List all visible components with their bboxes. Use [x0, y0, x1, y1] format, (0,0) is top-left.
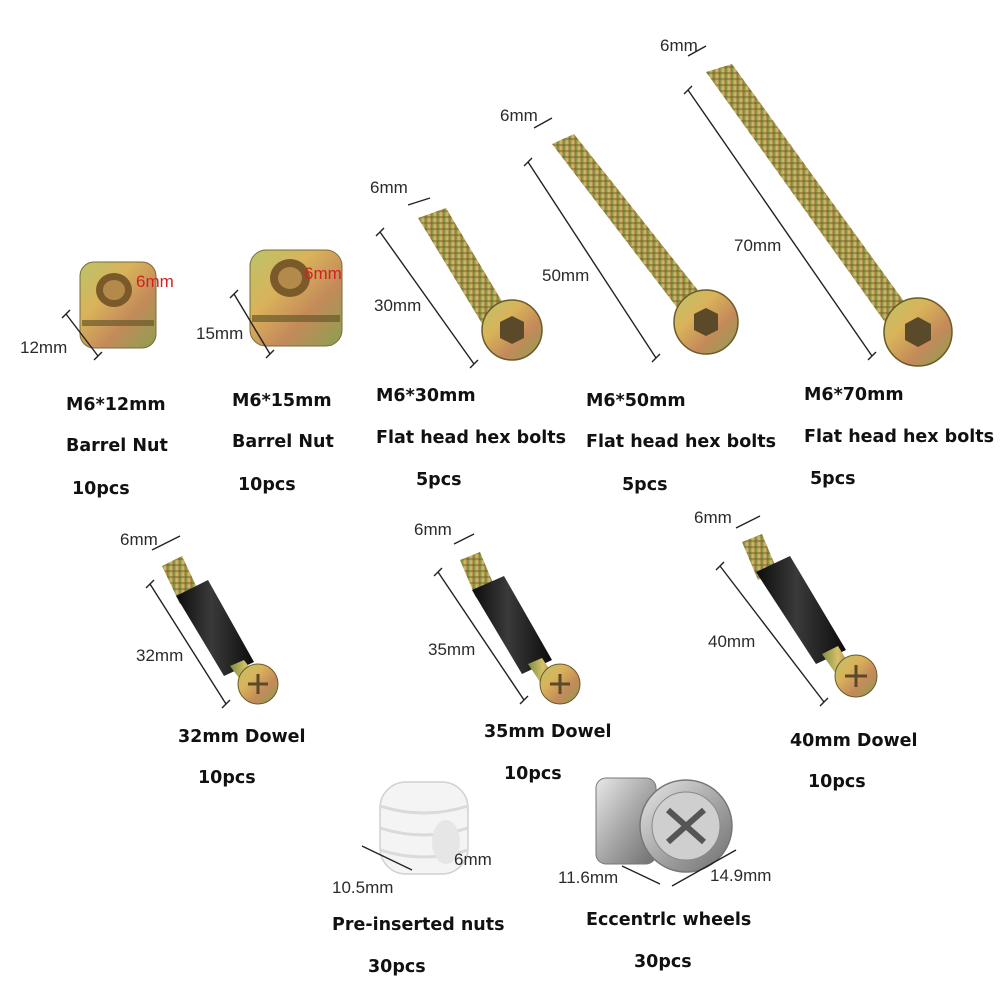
caption-type: Barrel Nut [232, 432, 334, 452]
dim-label-6mm: 6mm [454, 850, 492, 869]
dim-label-12mm: 12mm [20, 338, 68, 357]
caption-name: Eccentrlc wheels [586, 910, 752, 930]
caption-type: Flat head hex bolts [804, 427, 995, 447]
dim-label-10-5mm: 10.5mm [332, 878, 394, 897]
dowel-35mm [460, 552, 581, 705]
caption-qty: 5pcs [416, 470, 462, 490]
caption-name: M6*15mm [232, 391, 332, 411]
caption-qty: 5pcs [622, 475, 668, 495]
caption-name: M6*70mm [804, 385, 904, 405]
dim-label-50mm: 50mm [542, 266, 590, 285]
caption-qty: 30pcs [368, 957, 426, 977]
dimension-lines [61, 45, 877, 887]
dim-label-40mm: 40mm [708, 632, 756, 651]
hex-bolt-50mm [552, 134, 739, 355]
caption-qty: 10pcs [238, 475, 296, 495]
caption-name: M6*12mm [66, 395, 166, 415]
dim-label-15mm: 15mm [196, 324, 244, 343]
caption-qty: 10pcs [504, 764, 562, 784]
hex-bolt-70mm [706, 64, 953, 367]
dim-label-6mm: 6mm [500, 106, 538, 125]
dim-label-6mm: 6mm [660, 36, 698, 55]
caption-name: 40mm Dowel [790, 731, 918, 751]
dim-label-32mm: 32mm [136, 646, 184, 665]
caption-name: Pre-inserted nuts [332, 915, 505, 935]
caption-name: M6*30mm [376, 386, 476, 406]
dim-label-6mm: 6mm [120, 530, 158, 549]
eccentric-cam [595, 777, 733, 873]
caption-qty: 10pcs [72, 479, 130, 499]
caption-qty: 5pcs [810, 469, 856, 489]
barrel-nut-12mm [79, 261, 157, 349]
dowel-32mm [162, 556, 279, 705]
caption-type: Flat head hex bolts [586, 432, 777, 452]
caption-name: 35mm Dowel [484, 722, 612, 742]
caption-type: Barrel Nut [66, 436, 168, 456]
caption-qty: 10pcs [198, 768, 256, 788]
dowel-40mm [742, 534, 878, 698]
caption-type: Flat head hex bolts [376, 428, 567, 448]
dim-label-6mm: 6mm [370, 178, 408, 197]
dim-label-11-6mm: 11.6mm [558, 868, 619, 887]
nylon-nut [379, 781, 469, 875]
caption-name: 32mm Dowel [178, 727, 306, 747]
caption-name: M6*50mm [586, 391, 686, 411]
barrel-nut-15mm [249, 249, 343, 347]
dim-label-35mm: 35mm [428, 640, 476, 659]
dim-label-6mm-red: 6mm [136, 272, 174, 291]
dim-label-30mm: 30mm [374, 296, 422, 315]
caption-qty: 30pcs [634, 952, 692, 972]
hex-bolt-30mm [418, 208, 543, 361]
caption-qty: 10pcs [808, 772, 866, 792]
dim-label-6mm: 6mm [694, 508, 732, 527]
dim-label-14-9mm: 14.9mm [710, 866, 772, 885]
dim-label-6mm: 6mm [414, 520, 452, 539]
dim-label-70mm: 70mm [734, 236, 782, 255]
dim-label-6mm-red: 6mm [304, 264, 342, 283]
